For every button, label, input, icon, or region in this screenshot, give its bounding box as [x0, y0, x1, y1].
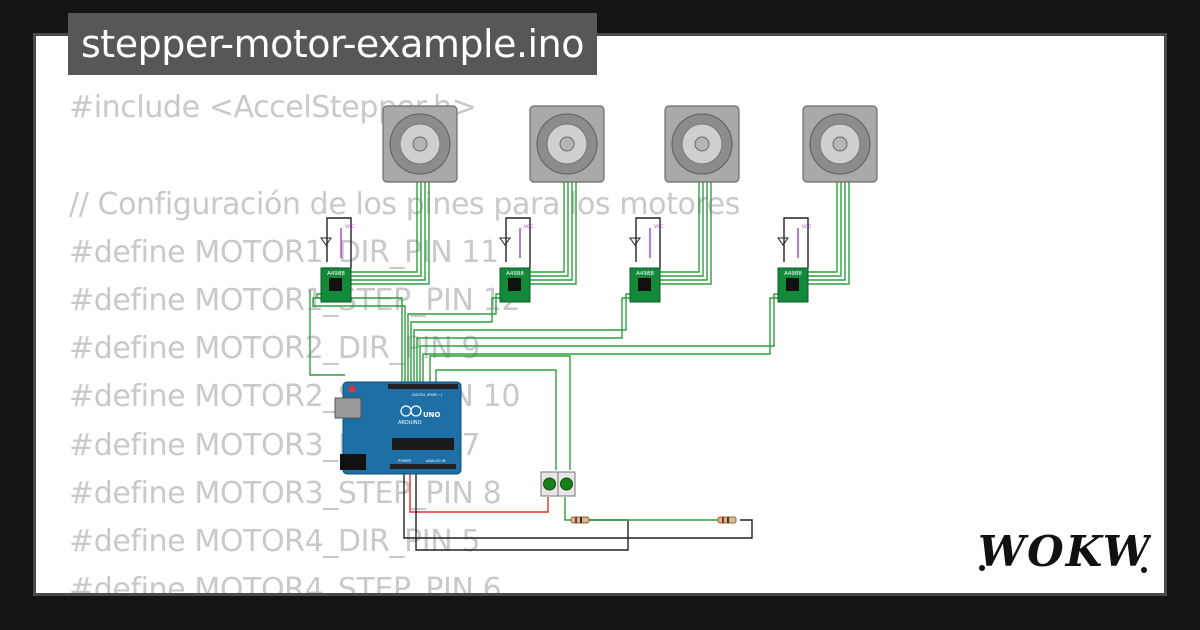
- resistor-band: [580, 517, 582, 523]
- button-cap: [543, 477, 556, 491]
- driver-chip: [329, 278, 342, 291]
- power-header: [390, 464, 456, 469]
- step-wire: [419, 293, 782, 382]
- vcc-label: VCC: [802, 224, 811, 230]
- driver-label: A4988: [784, 271, 802, 277]
- resistor: [570, 516, 590, 524]
- motor-coil-wire: [806, 182, 842, 277]
- resistor-band: [575, 517, 577, 523]
- power-label: POWER: [398, 459, 412, 463]
- header-label: DIGITAL (PWM ~): [412, 393, 443, 397]
- ground-symbol: [777, 237, 789, 246]
- board-brand: ARDUINO: [398, 420, 422, 426]
- motor-coil-wire: [806, 182, 838, 273]
- motor-coil-wire: [528, 182, 577, 285]
- power-wire-red: [409, 470, 549, 513]
- driver-chip: [786, 278, 799, 291]
- ground-symbol: [499, 237, 511, 246]
- step-wire: [413, 293, 634, 382]
- dir-wire: [410, 297, 504, 382]
- motor-coil-wire: [806, 182, 846, 281]
- preview-card: #include <AccelStepper.h>// Configuració…: [33, 33, 1167, 596]
- motor-coil-wire: [528, 182, 569, 277]
- wokwi-logo: WOKWI: [978, 527, 1151, 576]
- board-pcb: [342, 381, 462, 475]
- dir-wire: [422, 297, 782, 382]
- resistor: [717, 516, 737, 524]
- motor-coil-wire: [349, 182, 422, 277]
- motor-shaft: [832, 136, 848, 152]
- driver-label: A4988: [327, 271, 345, 277]
- analog-label: ANALOG IN: [426, 459, 446, 463]
- resistor-band: [727, 517, 729, 523]
- stepper-motor: [529, 105, 605, 183]
- step-wire: [407, 293, 504, 382]
- gnd-wire: [635, 217, 661, 268]
- dir-wire: [416, 297, 634, 382]
- wokwi-logo-text: WOKWI: [978, 527, 1151, 576]
- driver-chip: [638, 278, 651, 291]
- vcc-label: VCC: [524, 224, 533, 230]
- a4988-driver: A4988 VCC: [777, 224, 811, 303]
- resistor-wire: [564, 497, 720, 521]
- motor-coil-wire: [658, 182, 704, 277]
- motor-shaft: [412, 136, 428, 152]
- logo-dot: [1141, 567, 1147, 573]
- code-line: #define MOTOR1_DIR_PIN 11: [69, 234, 499, 270]
- motor-shaft: [559, 136, 575, 152]
- usb-port: [334, 397, 362, 419]
- motor-coil-wire: [806, 182, 850, 285]
- motor-coil-wire: [349, 182, 426, 281]
- ground-symbol: [320, 237, 332, 246]
- a4988-driver: A4988 VCC: [499, 224, 533, 303]
- infinity-logo-right: [410, 405, 422, 417]
- reset-button: [348, 385, 356, 393]
- resistor-band: [722, 517, 724, 523]
- board-model: UNO: [423, 411, 441, 419]
- power-jack: [340, 454, 366, 470]
- motor-shaft: [694, 136, 710, 152]
- digital-header: [388, 384, 458, 389]
- code-line: #define MOTOR2_DIR_PIN 9: [69, 331, 481, 367]
- stepper-motor: [664, 105, 740, 183]
- code-line: #define MOTOR4_STEP_PIN 6: [69, 572, 502, 596]
- logo-dot: [979, 565, 985, 571]
- driver-label: A4988: [636, 271, 654, 277]
- push-button: [557, 471, 576, 497]
- push-button: [540, 471, 559, 497]
- circuit-diagram: A4988 VCC A4988 VCC A4988 VCC A4988 VCC UNOARDUI…: [309, 105, 878, 551]
- stepper-motor: [382, 105, 458, 183]
- button-wire: [435, 369, 557, 470]
- vcc-label: VCC: [654, 224, 663, 230]
- dir-wire: [312, 297, 406, 382]
- a4988-driver: A4988 VCC: [629, 224, 663, 303]
- motor-coil-wire: [658, 182, 708, 281]
- motor-coil-wire: [349, 182, 430, 285]
- project-title: stepper-motor-example.ino: [68, 13, 597, 75]
- gnd-wire: [783, 217, 809, 268]
- code-line: #define MOTOR4_DIR_PIN 5: [69, 523, 481, 559]
- stepper-motor: [802, 105, 878, 183]
- code-line: #define MOTOR3_STEP_PIN 8: [69, 475, 502, 511]
- ground-symbol: [629, 237, 641, 246]
- driver-label: A4988: [506, 271, 524, 277]
- motor-coil-wire: [349, 182, 418, 273]
- enable-wire: [309, 290, 345, 376]
- button-wire: [429, 355, 571, 470]
- motor-coil-wire: [528, 182, 573, 281]
- motor-coil-wire: [658, 182, 700, 273]
- driver-chip: [508, 278, 521, 291]
- motor-coil-wire: [658, 182, 712, 285]
- mcu-chip: [392, 438, 454, 450]
- step-wire: [316, 293, 403, 382]
- motor-coil-wire: [528, 182, 565, 273]
- gnd-wire: [505, 217, 531, 268]
- a4988-driver: A4988 VCC: [320, 224, 354, 303]
- vcc-label: VCC: [345, 224, 354, 230]
- button-cap: [560, 477, 573, 491]
- gnd-wire: [326, 217, 352, 268]
- ground-wire: [403, 470, 753, 539]
